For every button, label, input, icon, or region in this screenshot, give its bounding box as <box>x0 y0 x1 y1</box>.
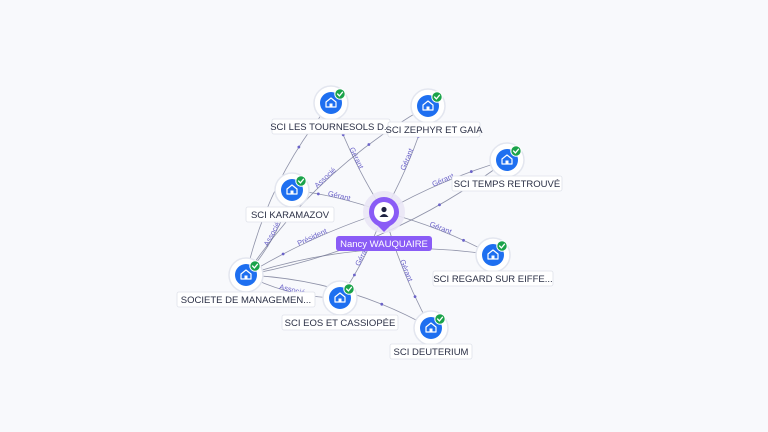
node-label: SCI REGARD SUR EIFFE... <box>433 274 552 285</box>
node-label-box <box>451 175 563 192</box>
node-label: SCI LES TOURNESOLS D... <box>270 122 392 133</box>
company-node[interactable]: SCI TEMPS RETROUVÉ <box>451 142 563 192</box>
building-icon <box>501 154 513 165</box>
edge-arrow <box>367 143 371 146</box>
edge-arrow <box>281 252 285 256</box>
edge-arrow <box>469 170 473 173</box>
person-icon <box>379 206 389 217</box>
node-label-box <box>389 343 473 360</box>
node-label: SCI ZEPHYR ET GAIA <box>386 125 484 136</box>
company-node[interactable]: SOCIETE DE MANAGEMEN... <box>176 257 316 308</box>
company-node[interactable]: SCI EOS ET CASSIOPÉE <box>281 280 399 331</box>
verified-check-icon <box>295 175 307 187</box>
edge-arrow <box>297 145 301 149</box>
company-node[interactable]: SCI KARAMAZOV <box>245 172 335 223</box>
node-label-box <box>176 291 316 308</box>
building-icon <box>240 269 252 280</box>
building-icon <box>334 292 346 303</box>
verified-check-icon <box>343 283 355 295</box>
edge-label: Gérant <box>428 220 453 237</box>
edge-label: Associé <box>262 220 282 247</box>
building-icon <box>286 184 298 195</box>
building-icon <box>325 97 337 108</box>
edge-arrow <box>353 273 356 277</box>
node-label-box <box>432 270 554 287</box>
center-person-node[interactable]: Nancy WAUQUAIRE <box>336 191 432 251</box>
node-label-box <box>281 314 399 331</box>
node-label: SCI DEUTERIUM <box>394 347 469 358</box>
edge-arrow <box>438 203 441 207</box>
building-icon <box>425 322 437 333</box>
node-label: SCI KARAMAZOV <box>251 210 330 221</box>
node-label: SCI EOS ET CASSIOPÉE <box>285 318 396 329</box>
edge-label: Gérant <box>398 146 415 171</box>
edge-label: Gérant <box>347 146 366 171</box>
company-node[interactable]: SCI REGARD SUR EIFFE... <box>432 237 554 287</box>
edge-arrow <box>462 238 465 242</box>
node-label-box <box>387 121 481 138</box>
edge-arrow <box>316 192 320 196</box>
node-label: SCI TEMPS RETROUVÉ <box>454 179 560 190</box>
node-label: SOCIETE DE MANAGEMEN... <box>181 295 311 306</box>
verified-check-icon <box>249 260 261 272</box>
edge-arrow <box>380 302 384 306</box>
verified-check-icon <box>434 313 446 325</box>
verified-check-icon <box>496 240 508 252</box>
company-node[interactable]: SCI LES TOURNESOLS D... <box>270 85 392 135</box>
edge-label: Gérant <box>327 189 352 203</box>
verified-check-icon <box>510 145 522 157</box>
verified-check-icon <box>431 91 443 103</box>
company-node[interactable]: SCI DEUTERIUM <box>389 310 473 360</box>
company-node[interactable]: SCI ZEPHYR ET GAIA <box>386 88 484 138</box>
center-label-box <box>336 236 432 251</box>
edge-label: Gérant <box>398 258 415 283</box>
edge-arrow <box>413 295 417 299</box>
center-label: Nancy WAUQUAIRE <box>340 239 428 250</box>
building-icon <box>422 100 434 111</box>
node-label-box <box>245 206 335 223</box>
verified-check-icon <box>334 88 346 100</box>
edge-label: Président <box>296 226 329 248</box>
edge-label: Associé <box>312 166 337 190</box>
nodes: SCI LES TOURNESOLS D...SCI ZEPHYR ET GAI… <box>176 85 563 360</box>
building-icon <box>487 249 499 260</box>
